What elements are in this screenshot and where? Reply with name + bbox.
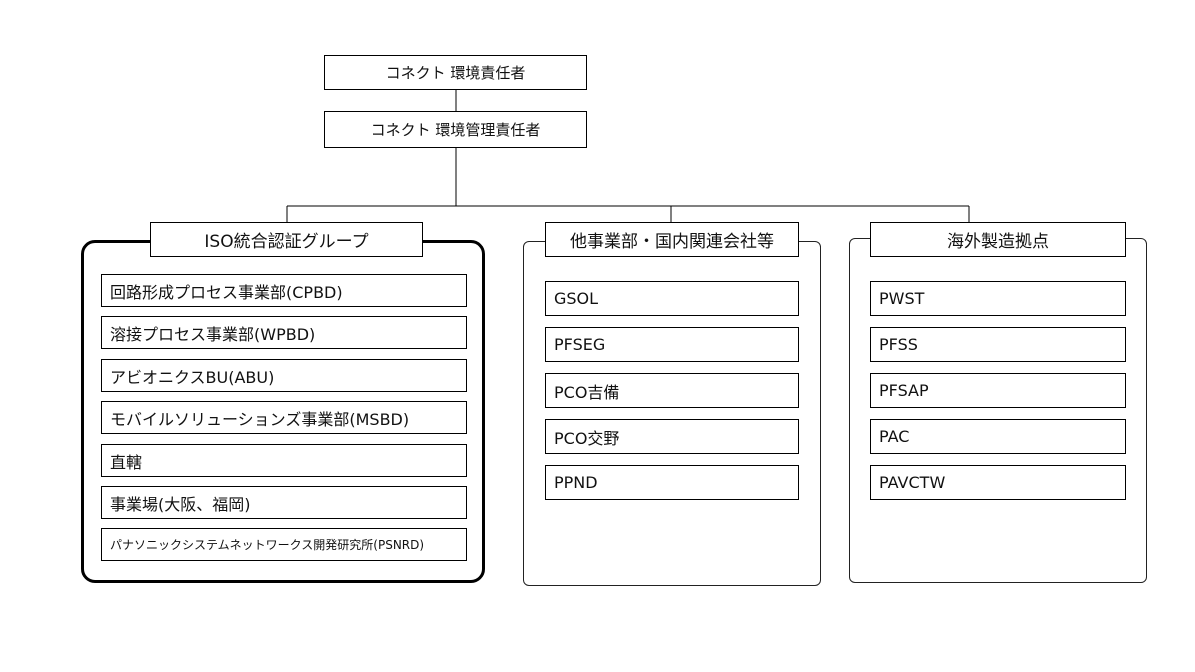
iso-item-cpbd: 回路形成プロセス事業部(CPBD) [101,274,467,307]
domestic-item-label: PCO交野 [554,428,620,448]
overseas-item-label: PAC [879,427,910,446]
domestic-item-pco-katano: PCO交野 [545,419,799,454]
overseas-item-pwst: PWST [870,281,1126,316]
iso-item-label: 事業場(大阪、福岡) [110,494,251,514]
overseas-group-title: 海外製造拠点 [870,222,1126,257]
iso-item-abu: アビオニクスBU(ABU) [101,359,467,392]
domestic-item-label: PFSEG [554,335,606,354]
domestic-item-pco-kibi: PCO吉備 [545,373,799,408]
environment-manager-box: コネクト 環境管理責任者 [324,111,587,148]
overseas-item-label: PFSS [879,335,918,354]
iso-item-sites: 事業場(大阪、福岡) [101,486,467,519]
iso-item-label: 直轄 [110,452,143,472]
domestic-group-title-label: 他事業部・国内関連会社等 [570,232,774,252]
domestic-item-pfseg: PFSEG [545,327,799,362]
domestic-item-ppnd: PPND [545,465,799,500]
domestic-item-gsol: GSOL [545,281,799,316]
iso-item-direct: 直轄 [101,444,467,477]
domestic-group-title: 他事業部・国内関連会社等 [545,222,799,257]
iso-item-wpbd: 溶接プロセス事業部(WPBD) [101,316,467,349]
iso-item-label: モバイルソリューションズ事業部(MSBD) [110,409,410,429]
overseas-item-label: PAVCTW [879,473,946,492]
iso-item-label: アビオニクスBU(ABU) [110,367,275,387]
overseas-item-label: PFSAP [879,381,929,400]
environment-officer-box: コネクト 環境責任者 [324,55,587,90]
domestic-item-label: PCO吉備 [554,382,620,402]
domestic-item-label: GSOL [554,289,599,308]
iso-group-title-label: ISO統合認証グループ [204,232,369,252]
overseas-item-pavctw: PAVCTW [870,465,1126,500]
overseas-item-label: PWST [879,289,925,308]
environment-officer-label: コネクト 環境責任者 [385,64,526,82]
iso-item-msbd: モバイルソリューションズ事業部(MSBD) [101,401,467,434]
domestic-item-label: PPND [554,473,598,492]
iso-item-label: パナソニックシステムネットワークス開発研究所(PSNRD) [110,538,425,552]
iso-item-psnrd: パナソニックシステムネットワークス開発研究所(PSNRD) [101,528,467,561]
environment-manager-label: コネクト 環境管理責任者 [370,121,541,139]
overseas-item-pac: PAC [870,419,1126,454]
overseas-item-pfsap: PFSAP [870,373,1126,408]
iso-item-label: 回路形成プロセス事業部(CPBD) [110,282,343,302]
iso-group-title: ISO統合認証グループ [150,222,423,257]
overseas-group-title-label: 海外製造拠点 [947,232,1049,252]
overseas-item-pfss: PFSS [870,327,1126,362]
iso-item-label: 溶接プロセス事業部(WPBD) [110,324,316,344]
